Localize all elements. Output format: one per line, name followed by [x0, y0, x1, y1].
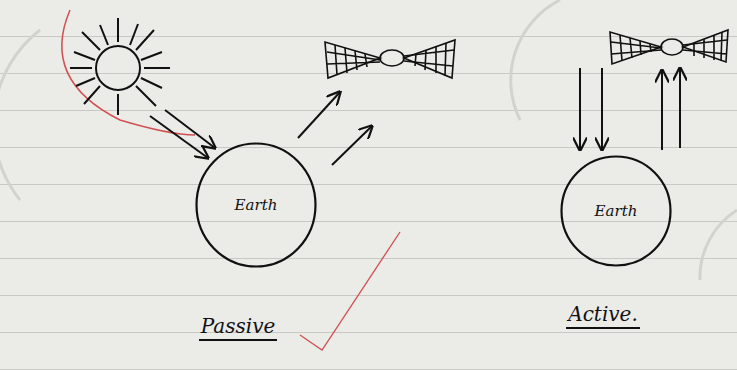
earth-circle: Earth — [560, 155, 672, 267]
caption-label: Active. — [566, 302, 640, 329]
caption-label: Passive — [199, 314, 278, 341]
earth-circle: Earth — [195, 142, 317, 268]
satellite-symbol — [610, 30, 728, 64]
red-check — [300, 232, 400, 350]
radiation-arrow — [150, 92, 372, 165]
sun-symbol — [70, 18, 170, 115]
watermark — [0, 0, 737, 280]
signal-arrow — [580, 68, 680, 150]
satellite-symbol — [325, 40, 455, 78]
red-curve — [62, 10, 195, 135]
node-text: Earth — [235, 196, 278, 214]
node-text: Earth — [595, 202, 638, 220]
